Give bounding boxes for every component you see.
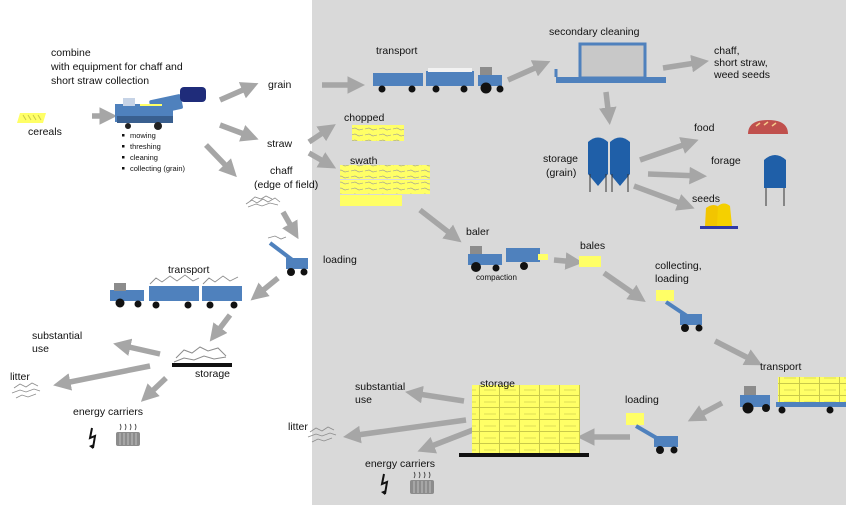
compaction-label: compaction <box>476 273 517 282</box>
energy-carriers-left-label: energy carriers <box>73 406 144 418</box>
energy-carriers-left-icon <box>88 423 140 449</box>
secondary-cleaning-label: secondary cleaning <box>549 26 640 38</box>
storage-grain-sublabel: (grain) <box>546 167 577 179</box>
energy-carriers-right-icon <box>380 471 434 495</box>
seeds-sacks-icon <box>700 203 738 229</box>
storage-left-label: storage <box>195 368 231 380</box>
chaff-output-line1: chaff, <box>714 45 740 57</box>
chaff-label: chaff <box>270 165 293 177</box>
energy-carriers-right-label: energy carriers <box>365 458 436 470</box>
chopped-straw-icon <box>352 125 404 141</box>
transport-top-label: transport <box>376 45 418 57</box>
seeds-label: seeds <box>692 193 721 205</box>
litter-left-icon <box>11 382 41 399</box>
forage-label: forage <box>711 155 741 167</box>
litter-right-label: litter <box>288 421 308 433</box>
litter-right-icon <box>307 426 337 443</box>
substantial-use-left-line1: substantial <box>32 330 83 342</box>
combine-task-mowing: mowing <box>130 131 156 140</box>
substantial-use-left-line2: use <box>32 343 49 355</box>
collecting-loading-line2: loading <box>655 273 689 285</box>
storage-grain-label: storage <box>543 153 579 165</box>
chaff-pile-icon <box>245 195 281 208</box>
bale-storage-stack <box>459 385 589 457</box>
grain-silos-icon <box>588 137 630 192</box>
food-label: food <box>694 122 715 134</box>
chopped-label: chopped <box>344 112 385 124</box>
straw-label: straw <box>267 138 293 150</box>
chaff-output-line3: weed seeds <box>714 69 771 81</box>
grain-label: grain <box>268 79 292 91</box>
combine-task-collecting: collecting (grain) <box>130 164 186 173</box>
swath-label: swath <box>350 155 378 167</box>
secondary-cleaning-icon <box>554 42 666 83</box>
bread-icon <box>748 120 788 134</box>
swath-icon <box>340 165 430 206</box>
litter-left-label: litter <box>10 371 30 383</box>
transport-right-label: transport <box>760 361 802 373</box>
combine-task-cleaning: cleaning <box>130 153 158 162</box>
storage-right-label: storage <box>480 378 516 390</box>
chaff-loader-icon <box>267 235 308 276</box>
baler-label: baler <box>466 226 490 238</box>
loading-left-label: loading <box>323 254 357 266</box>
flow-arrows <box>53 54 763 454</box>
chaff-storage-icon <box>172 346 232 367</box>
chaff-output-line2: short straw, <box>714 57 768 69</box>
combine-harvester-icon <box>115 87 206 130</box>
bale-loading-icon <box>626 413 678 454</box>
combine-subtitle-line3: short straw collection <box>51 75 150 87</box>
cereals-icon <box>17 113 46 123</box>
bales-label: bales <box>580 240 606 252</box>
baler-icon <box>468 246 548 272</box>
collecting-loading-line1: collecting, <box>655 260 702 272</box>
forage-silo-icon <box>764 155 786 206</box>
substantial-use-right-line1: substantial <box>355 381 406 393</box>
combine-task-bullets <box>122 134 125 170</box>
transport-left-label: transport <box>168 264 210 276</box>
combine-subtitle-line2: with equipment for chaff and <box>51 61 183 73</box>
substantial-use-right-line2: use <box>355 394 372 406</box>
loading-right-label: loading <box>625 394 659 406</box>
bale-loader-icon <box>656 290 703 332</box>
transport-grain-icon <box>373 67 504 94</box>
combine-title: combine <box>51 47 91 59</box>
bale-icon <box>579 256 601 267</box>
transport-bales-icon <box>740 377 846 414</box>
cereals-label: cereals <box>28 126 62 138</box>
combine-task-threshing: threshing <box>130 142 161 151</box>
edge-of-field-label: (edge of field) <box>254 179 319 191</box>
transport-chaff-icon <box>110 274 242 309</box>
